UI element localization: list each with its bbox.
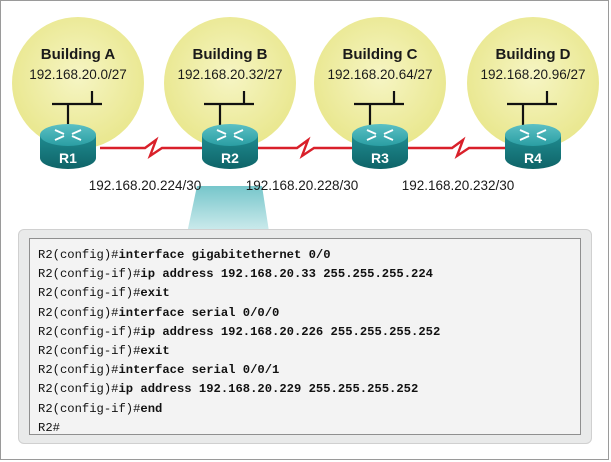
cli-panel: R2(config)#interface gigabitethernet 0/0…: [18, 229, 592, 444]
router-r4-top: [505, 124, 561, 146]
router-r4-arrows-icon: [519, 129, 547, 141]
building-a-name: Building A: [41, 46, 116, 63]
building-b-network: 192.168.20.32/27: [177, 67, 282, 82]
serial-link-r1-r2: [100, 136, 205, 160]
cli-prompt: R2(config-if)#: [38, 343, 141, 358]
router-r2-label: R2: [221, 150, 239, 166]
cli-line: R2#: [38, 419, 580, 438]
router-r2-top: [202, 124, 258, 146]
cli-prompt: R2(config)#: [38, 305, 119, 320]
router-r1-label: R1: [59, 150, 77, 166]
cli-prompt: R2(config)#: [38, 363, 119, 378]
cli-prompt: R2(config)#: [38, 382, 119, 397]
building-c-area: [314, 17, 446, 149]
cli-command: ip address 192.168.20.226 255.255.255.25…: [140, 324, 441, 339]
router-r3-top: [352, 124, 408, 146]
lan-segment-d: [507, 91, 557, 125]
cli-line: R2(config-if)#ip address 192.168.20.226 …: [38, 323, 580, 342]
cli-command: exit: [140, 343, 170, 358]
building-a: Building A 192.168.20.0/27: [12, 17, 144, 149]
router-r3[interactable]: R3: [352, 124, 408, 169]
building-a-area: [12, 17, 144, 149]
cli-command: ip address 192.168.20.229 255.255.255.25…: [118, 382, 419, 397]
router-r1-top: [40, 124, 96, 146]
building-d-network: 192.168.20.96/27: [480, 67, 585, 82]
router-r1-arrows-icon: [54, 129, 82, 141]
router-r3-label: R3: [371, 150, 389, 166]
cli-command: interface serial 0/0/0: [118, 305, 280, 320]
cli-line: R2(config-if)#exit: [38, 342, 580, 361]
link-r1-r2-network: 192.168.20.224/30: [89, 178, 202, 193]
building-c: Building C 192.168.20.64/27: [314, 17, 446, 149]
building-b-name: Building B: [193, 46, 268, 63]
cli-prompt: R2(config-if)#: [38, 401, 141, 416]
cli-line: R2(config)#interface serial 0/0/1: [38, 361, 580, 380]
lan-segment-c: [354, 91, 404, 125]
router-r3-arrows-icon: [366, 129, 394, 141]
cli-prompt: R2#: [38, 420, 60, 435]
cli-line: R2(config-if)#end: [38, 400, 580, 419]
cli-line: R2(config-if)#ip address 192.168.20.33 2…: [38, 265, 580, 284]
router-r4-label: R4: [524, 150, 542, 166]
link-r3-r4-network: 192.168.20.232/30: [402, 178, 515, 193]
cli-output: R2(config)#interface gigabitethernet 0/0…: [29, 238, 581, 435]
cli-command: interface gigabitethernet 0/0: [118, 248, 331, 262]
cli-prompt: R2(config-if)#: [38, 324, 141, 339]
router-r2[interactable]: R2: [202, 124, 258, 169]
router-r2-arrows-icon: [216, 129, 244, 141]
config-callout: [186, 186, 270, 238]
cli-command: interface serial 0/0/1: [118, 363, 280, 378]
router-r4[interactable]: R4: [505, 124, 561, 169]
building-d-name: Building D: [496, 46, 571, 63]
link-r2-r3-network: 192.168.20.228/30: [246, 178, 359, 193]
building-d: Building D 192.168.20.96/27: [467, 17, 599, 149]
cli-prompt: R2(config-if)#: [38, 267, 141, 282]
cli-command: exit: [140, 286, 170, 301]
serial-links: [100, 136, 508, 160]
building-b: Building B 192.168.20.32/27: [164, 17, 296, 149]
building-a-network: 192.168.20.0/27: [29, 67, 127, 82]
serial-link-r2-r3: [255, 136, 355, 160]
cli-command: end: [140, 401, 163, 416]
building-b-area: [164, 17, 296, 149]
cli-line: R2(config)#ip address 192.168.20.229 255…: [38, 380, 580, 399]
lan-segments: [52, 91, 557, 125]
serial-link-r3-r4: [405, 136, 508, 160]
building-d-area: [467, 17, 599, 149]
cli-line: R2(config)#interface serial 0/0/0: [38, 304, 580, 323]
cli-command: ip address 192.168.20.33 255.255.255.224: [140, 267, 433, 282]
cli-line: R2(config-if)#exit: [38, 284, 580, 303]
lan-segment-b: [204, 91, 254, 125]
cli-prompt: R2(config-if)#: [38, 286, 141, 301]
building-c-network: 192.168.20.64/27: [327, 67, 432, 82]
lan-segment-a: [52, 91, 102, 125]
building-c-name: Building C: [343, 46, 418, 63]
router-r1[interactable]: R1: [40, 124, 96, 169]
cli-line: R2(config)#interface gigabitethernet 0/0: [38, 246, 580, 265]
cli-prompt: R2(config)#: [38, 248, 119, 262]
